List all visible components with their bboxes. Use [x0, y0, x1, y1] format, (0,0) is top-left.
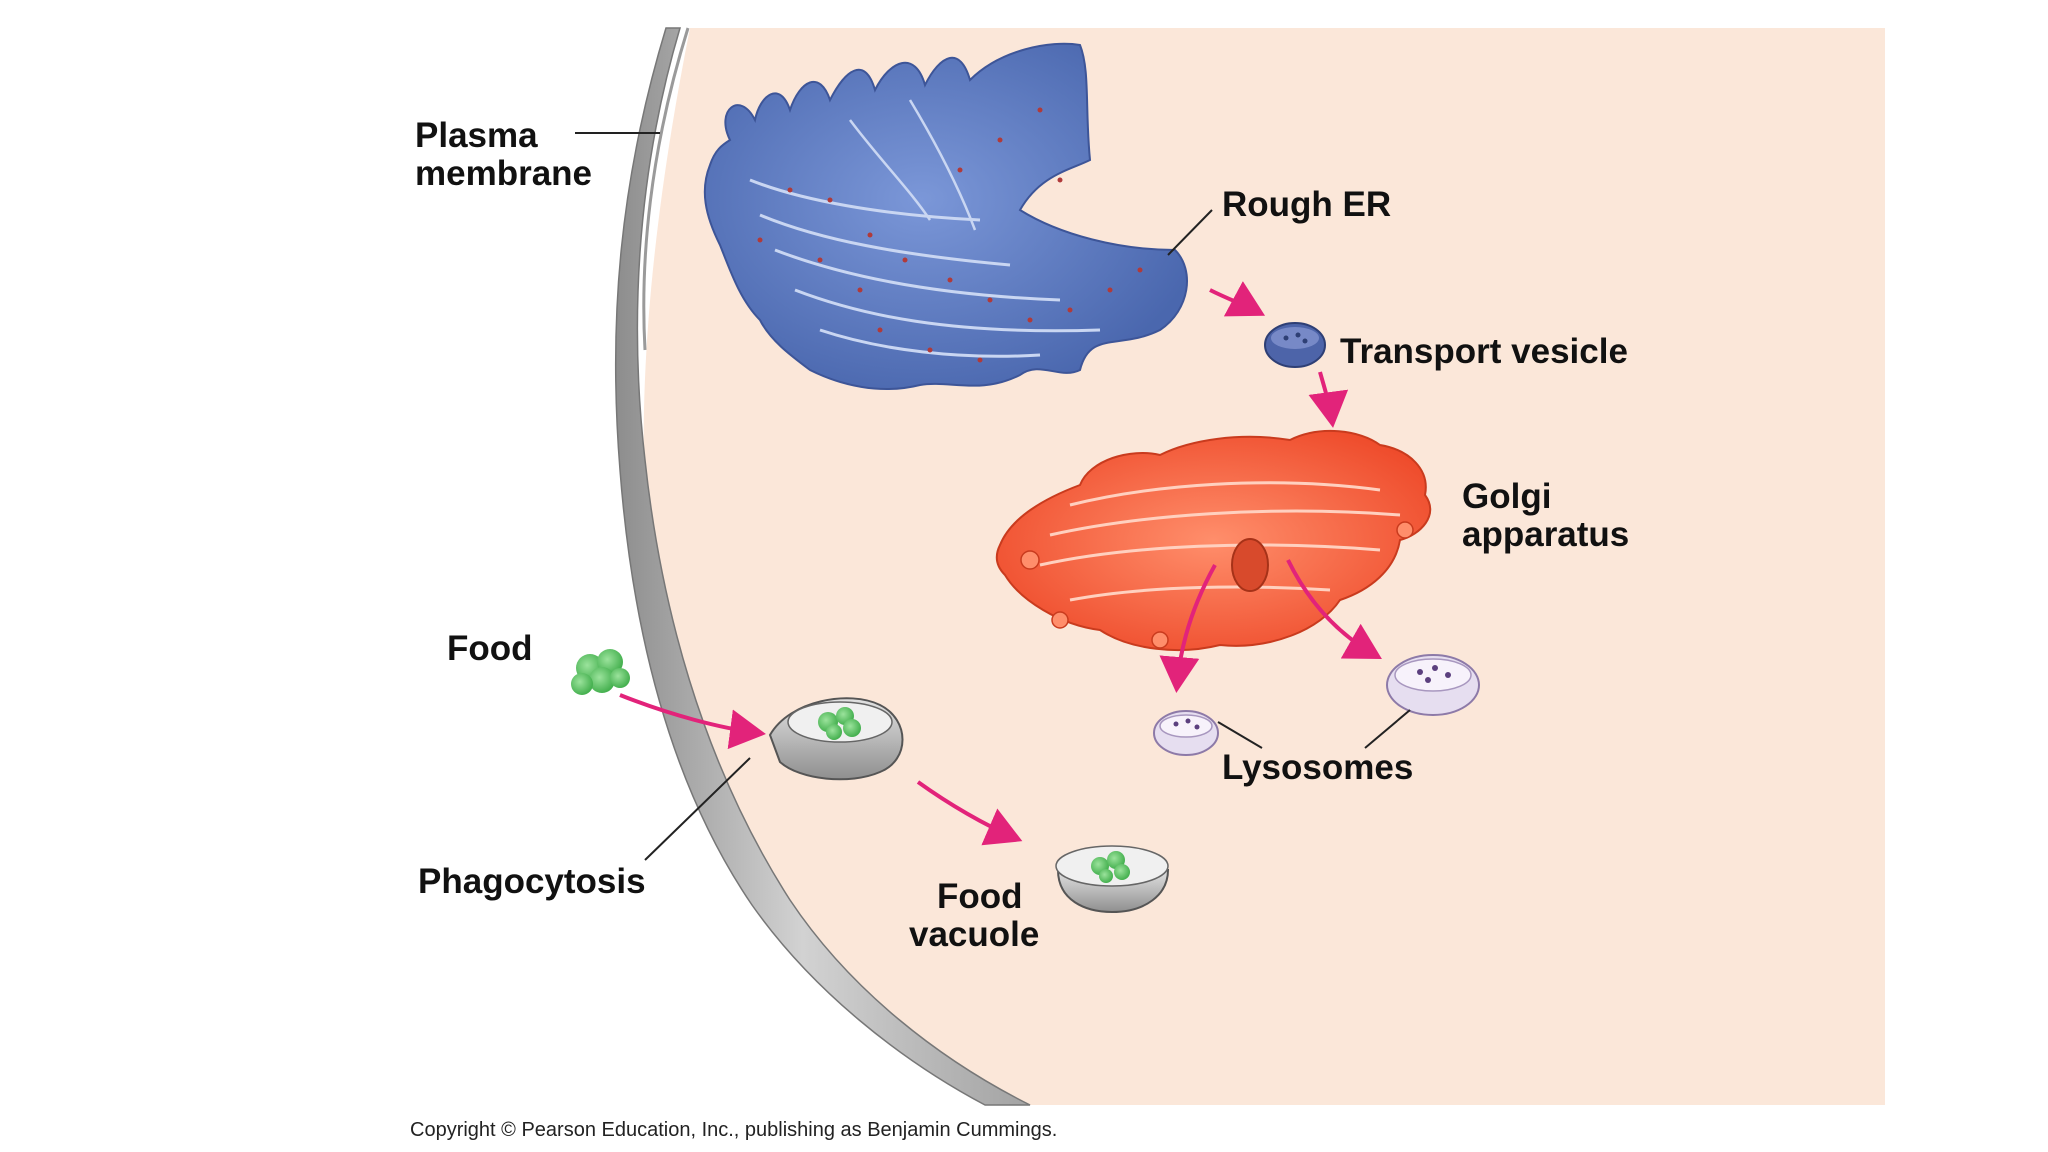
label-phagocytosis: Phagocytosis [418, 862, 646, 901]
arrow-golgi-to-small-lysosome [1159, 564, 1217, 693]
copyright-notice: Copyright © Pearson Education, Inc., pub… [410, 1119, 1057, 1141]
food-particle [571, 649, 630, 695]
plasma-membrane [614, 27, 1031, 1106]
golgi-apparatus [995, 429, 1432, 651]
food-vacuole [1055, 845, 1170, 914]
leader-lines [575, 132, 1411, 861]
arrow-cup-to-vacuole [916, 780, 1023, 846]
transport-vesicle [1264, 322, 1326, 368]
label-plasma-membrane-1: Plasma [415, 116, 538, 155]
lysosome-small [1153, 710, 1219, 756]
label-golgi-2: apparatus [1462, 515, 1629, 554]
label-food: Food [447, 629, 533, 668]
arrow-er-to-vesicle [1209, 281, 1266, 317]
arrow-golgi-to-large-lysosome [1286, 559, 1382, 659]
flow-arrows [619, 281, 1382, 846]
label-lysosomes: Lysosomes [1222, 748, 1413, 787]
label-food-vacuole-1: Food [937, 877, 1023, 916]
label-transport-vesicle: Transport vesicle [1340, 332, 1628, 371]
arrow-food-to-cup [619, 693, 766, 750]
arrow-vesicle-to-golgi [1308, 371, 1349, 428]
phagocytic-cup [768, 697, 904, 781]
lysosome-large [1386, 654, 1480, 716]
label-plasma-membrane-2: membrane [415, 154, 592, 193]
label-food-vacuole-2: vacuole [909, 915, 1039, 954]
rough-er [703, 42, 1188, 391]
label-rough-er: Rough ER [1222, 185, 1391, 224]
label-golgi-1: Golgi [1462, 477, 1551, 516]
